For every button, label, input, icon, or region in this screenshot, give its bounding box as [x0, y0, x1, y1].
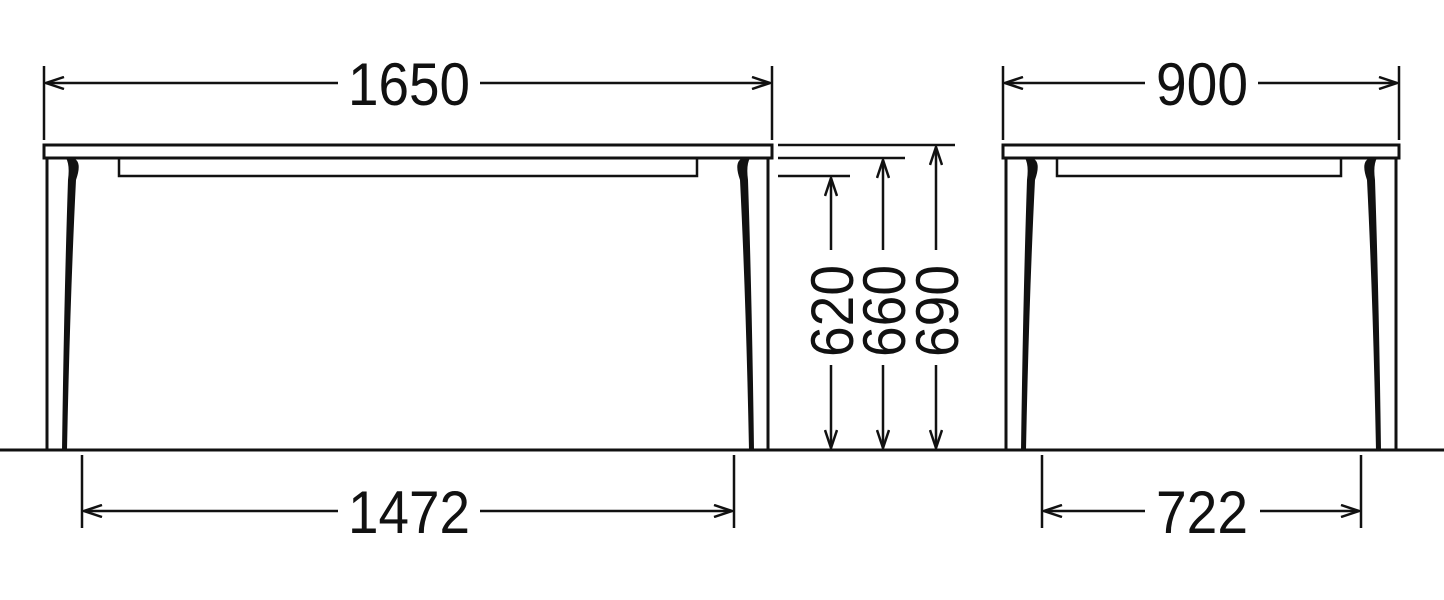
height-620-label: 620	[799, 265, 866, 357]
front-overall-width-label: 1650	[348, 51, 470, 118]
dim-front-overall-width: 1650	[42, 51, 774, 140]
front-view-table	[42, 143, 774, 450]
dim-height-660: 660	[851, 160, 918, 448]
side-tabletop	[1001, 143, 1401, 160]
side-apron	[1055, 158, 1343, 178]
front-left-leg	[45, 158, 79, 450]
side-leg-span-label: 722	[1156, 479, 1248, 546]
front-apron	[117, 158, 699, 178]
front-right-leg	[737, 158, 770, 450]
side-right-leg	[1364, 158, 1398, 450]
dim-side-overall-depth: 900	[1001, 51, 1401, 140]
front-leg-span-label: 1472	[348, 479, 470, 546]
side-overall-depth-label: 900	[1156, 51, 1248, 118]
dim-side-leg-span: 722	[1040, 455, 1363, 546]
height-660-label: 660	[851, 265, 918, 357]
height-dimensions: 620 660 690	[778, 143, 971, 448]
front-tabletop	[42, 143, 774, 160]
height-690-label: 690	[904, 265, 971, 357]
dim-height-690: 690	[904, 147, 971, 448]
side-left-leg	[1004, 158, 1038, 450]
dim-front-leg-span: 1472	[80, 455, 736, 546]
side-view-table	[1001, 143, 1401, 450]
dim-height-620: 620	[799, 178, 866, 448]
